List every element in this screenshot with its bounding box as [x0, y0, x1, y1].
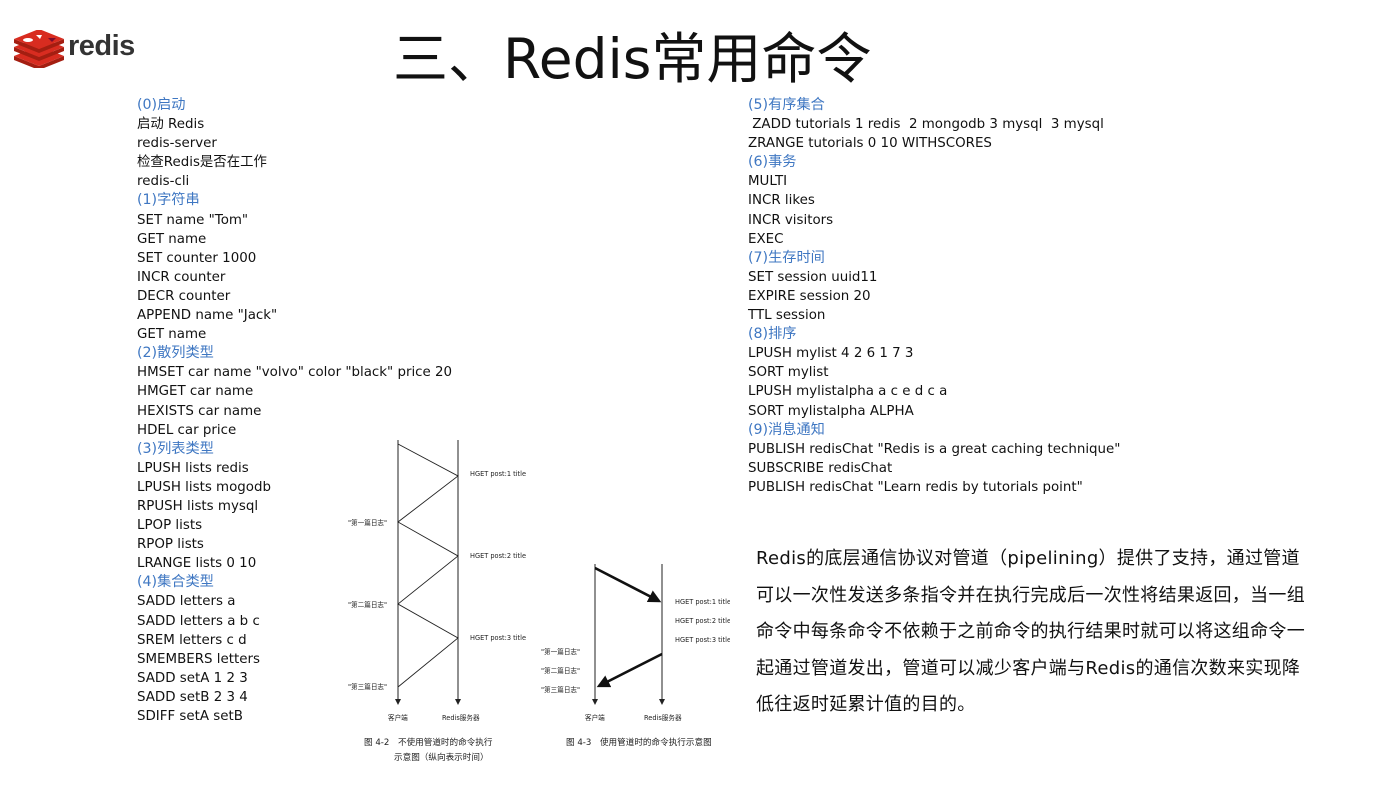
section-heading: (5)有序集合: [748, 97, 825, 113]
command-line: RPOP lists: [137, 537, 204, 553]
command-line: SADD letters a: [137, 594, 236, 610]
command-line: HMGET car name: [137, 384, 254, 400]
command-line: HDEL car price: [137, 422, 237, 438]
pipelined-request-arrow: [594, 566, 662, 603]
command-line: ZRANGE tutorials 0 10 WITHSCORES: [748, 136, 992, 152]
response-label: "第一篇日志": [348, 518, 387, 527]
command-line: MULTI: [748, 174, 788, 190]
command-line: 检查Redis是否在工作: [137, 155, 267, 171]
request-label: HGET post:1 title: [470, 470, 526, 478]
command-line: SDIFF setA setB: [137, 709, 243, 724]
figure-4-3: HGET post:1 title HGET post:2 title HGET…: [541, 564, 730, 748]
command-line: LRANGE lists 0 10: [137, 556, 257, 572]
pipelined-response-arrow: [596, 652, 663, 688]
command-line: EXPIRE session 20: [748, 288, 871, 304]
command-line: DECR counter: [137, 288, 231, 304]
response-label: "第一篇日志": [541, 647, 580, 656]
command-line: SORT mylistalpha ALPHA: [748, 403, 914, 419]
command-line: redis-cli: [137, 174, 190, 190]
section-heading: (9)消息通知: [748, 421, 825, 438]
pipelining-description: Redis的底层通信协议对管道（pipelining）提供了支持，通过管道可以一…: [756, 548, 1305, 715]
redis-logo-icon: [14, 30, 64, 68]
command-line: GET name: [137, 327, 207, 343]
request-label: HGET post:2 title: [470, 552, 526, 560]
section-heading: (3)列表类型: [137, 440, 214, 457]
command-line: SREM letters c d: [137, 632, 247, 648]
command-line: GET name: [137, 231, 207, 247]
command-line: SET name "Tom": [137, 212, 249, 228]
figure-4-2: HGET post:1 title HGET post:2 title HGET…: [348, 440, 526, 763]
section-heading: (7)生存时间: [748, 249, 825, 266]
command-line: RPUSH lists mysql: [137, 498, 259, 514]
command-line: INCR counter: [137, 269, 226, 285]
left-command-list: (0)启动启动 Redis redis-server 检查Redis是否在工作 red…: [137, 96, 452, 726]
response-label: "第三篇日志": [541, 685, 580, 694]
pipelining-diagram: HGET post:1 title HGET post:2 title HGET…: [348, 440, 730, 763]
command-line: LPUSH lists redis: [137, 460, 249, 476]
command-line: TTL session: [748, 308, 826, 324]
command-line: LPUSH mylist 4 2 6 1 7 3: [748, 346, 914, 362]
request-label: HGET post:3 title: [470, 634, 526, 642]
command-line: INCR likes: [748, 193, 815, 209]
command-line: SADD letters a b c: [137, 613, 260, 629]
command-line: SUBSCRIBE redisChat: [748, 460, 893, 476]
section-heading: (8)排序: [748, 326, 797, 343]
server-label: Redis服务器: [644, 713, 682, 722]
caption: 示意图（纵向表示时间）: [394, 751, 489, 763]
command-line: ZADD tutorials 1 redis 2 mongodb 3 mysql…: [748, 117, 1104, 133]
request-response-zigzag: [397, 443, 459, 688]
command-line: LPOP lists: [137, 518, 203, 534]
command-line: LPUSH lists mogodb: [137, 479, 271, 495]
section-heading: (4)集合类型: [137, 574, 214, 591]
request-label: HGET post:2 title: [675, 617, 730, 625]
command-line: APPEND name "Jack": [137, 308, 278, 324]
request-label: HGET post:3 title: [675, 636, 730, 644]
command-line: PUBLISH redisChat "Learn redis by tutori…: [748, 479, 1083, 495]
caption: 图 4-2 不使用管道时的命令执行: [364, 736, 493, 748]
response-label: "第三篇日志": [348, 682, 387, 691]
command-line: SADD setB 2 3 4: [137, 689, 248, 705]
right-command-list: (5)有序集合 ZADD tutorials 1 redis 2 mongodb…: [748, 96, 1120, 497]
server-label: Redis服务器: [442, 713, 480, 722]
command-line: 启动 Redis: [137, 117, 205, 133]
command-line: INCR visitors: [748, 212, 834, 228]
logo-text: redis: [68, 30, 135, 62]
command-line: SORT mylist: [748, 365, 829, 381]
request-label: HGET post:1 title: [675, 598, 730, 606]
client-label: 客户端: [388, 713, 408, 722]
command-line: HMSET car name "volvo" color "black" pri…: [137, 365, 453, 381]
command-line: SET session uuid11: [748, 269, 878, 285]
command-line: HEXISTS car name: [137, 403, 262, 419]
command-line: SADD setA 1 2 3: [137, 670, 248, 686]
client-label: 客户端: [585, 713, 605, 722]
section-heading: (6)事务: [748, 154, 797, 171]
page-title: 三、Redis常用命令: [393, 27, 872, 91]
command-line: SET counter 1000: [137, 250, 257, 266]
section-heading: (0)启动: [137, 97, 186, 113]
response-label: "第二篇日志": [541, 666, 580, 675]
command-line: PUBLISH redisChat "Redis is a great cach…: [748, 441, 1121, 457]
command-line: EXEC: [748, 231, 784, 247]
caption: 图 4-3 使用管道时的命令执行示意图: [566, 736, 712, 748]
command-line: LPUSH mylistalpha a c e d c a: [748, 384, 948, 400]
section-heading: (2)散列类型: [137, 345, 214, 362]
command-line: SMEMBERS letters: [137, 651, 260, 667]
response-label: "第二篇日志": [348, 600, 387, 609]
command-line: redis-server: [137, 136, 217, 152]
section-heading: (1)字符串: [137, 192, 200, 209]
